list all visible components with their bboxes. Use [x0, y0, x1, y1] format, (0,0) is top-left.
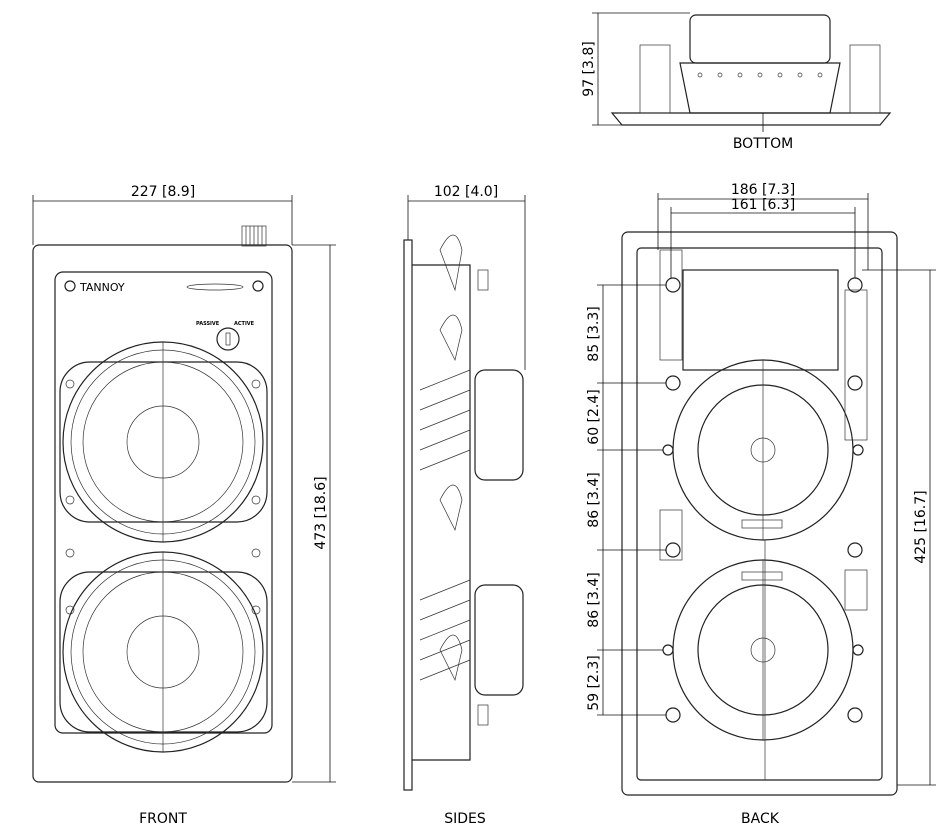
front-width-dimension: 227 [8.9]	[131, 184, 195, 200]
switch-label-passive: PASSIVE	[196, 321, 220, 327]
back-vertical-dimension-1: 85 [3.3]	[586, 306, 602, 361]
back-vertical-dimension-5: 59 [2.3]	[586, 655, 602, 710]
back-outer-width-dimension: 186 [7.3]	[731, 182, 795, 198]
side-view: 102 [4.0] SIDES	[403, 184, 526, 827]
back-inner-width-dimension: 161 [6.3]	[731, 197, 795, 213]
front-height-dimension: 473 [18.6]	[313, 476, 329, 549]
front-view: TANNOY PASSIVE ACTIVE 227 [8.9] 473 [18.…	[32, 184, 336, 827]
brand-logo: TANNOY	[79, 281, 125, 294]
woofer-upper	[59, 341, 268, 543]
switch-label-active: ACTIVE	[234, 321, 255, 327]
back-driver-upper	[672, 359, 854, 541]
back-vertical-dimension-3: 86 [3.4]	[586, 472, 602, 527]
bottom-view: 97 [3.8] BOTTOM	[581, 12, 892, 152]
bottom-view-label: BOTTOM	[733, 136, 793, 152]
front-view-label: FRONT	[139, 811, 187, 827]
back-height-dimension: 425 [16.7]	[913, 490, 929, 563]
back-view-label: BACK	[741, 811, 780, 827]
back-vertical-dimension-4: 86 [3.4]	[586, 572, 602, 627]
back-driver-lower	[672, 559, 854, 741]
back-vertical-dimension-2: 60 [2.4]	[586, 389, 602, 444]
woofer-lower	[59, 551, 268, 753]
side-depth-dimension: 102 [4.0]	[434, 184, 498, 200]
bottom-height-dimension: 97 [3.8]	[581, 41, 597, 96]
sides-view-label: SIDES	[444, 811, 486, 827]
back-view: 186 [7.3] 161 [6.3] 85 [3.3] 60 [2.4] 86…	[586, 182, 936, 827]
